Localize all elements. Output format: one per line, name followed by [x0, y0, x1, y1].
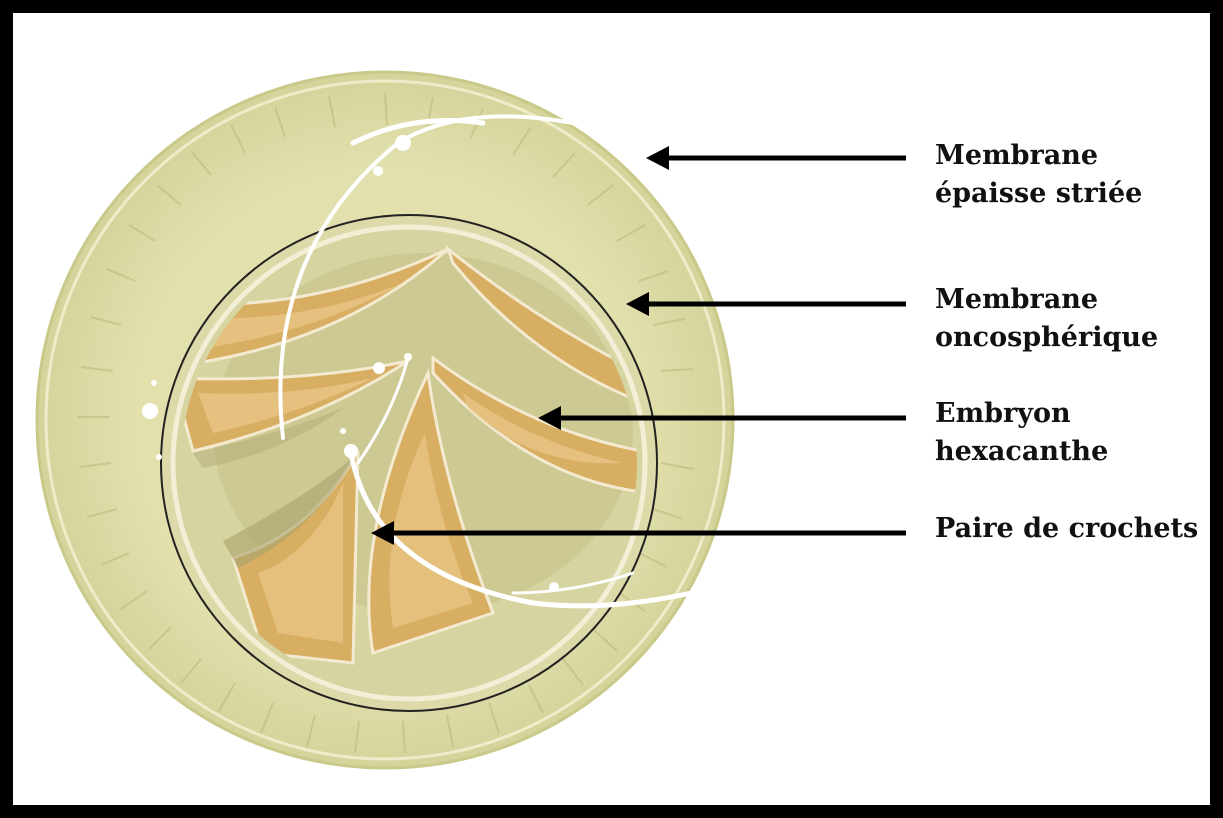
label-line: Embryon	[935, 395, 1108, 433]
diagram-frame: Membrane épaisse striée Membrane oncosph…	[13, 13, 1210, 805]
label-line: Membrane	[935, 281, 1158, 319]
label-line: épaisse striée	[935, 175, 1142, 213]
label-outer-membrane: Membrane épaisse striée	[935, 137, 1142, 213]
label-line: oncosphérique	[935, 319, 1158, 357]
label-line: Paire de crochets	[935, 510, 1198, 548]
label-line: Membrane	[935, 137, 1142, 175]
label-line: hexacanthe	[935, 433, 1108, 471]
label-hooks: Paire de crochets	[935, 510, 1198, 548]
label-embryo: Embryon hexacanthe	[935, 395, 1108, 471]
label-oncospheric-membrane: Membrane oncosphérique	[935, 281, 1158, 357]
